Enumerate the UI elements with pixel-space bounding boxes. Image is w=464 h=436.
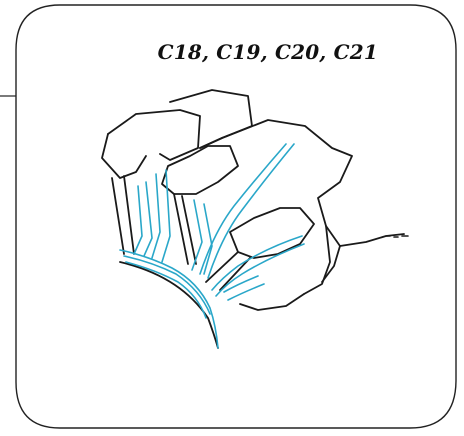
fanned-cards-icon <box>90 86 420 358</box>
card-caption: C18, C19, C20, C21 <box>158 40 378 64</box>
fanned-cards-illustration <box>90 86 420 358</box>
